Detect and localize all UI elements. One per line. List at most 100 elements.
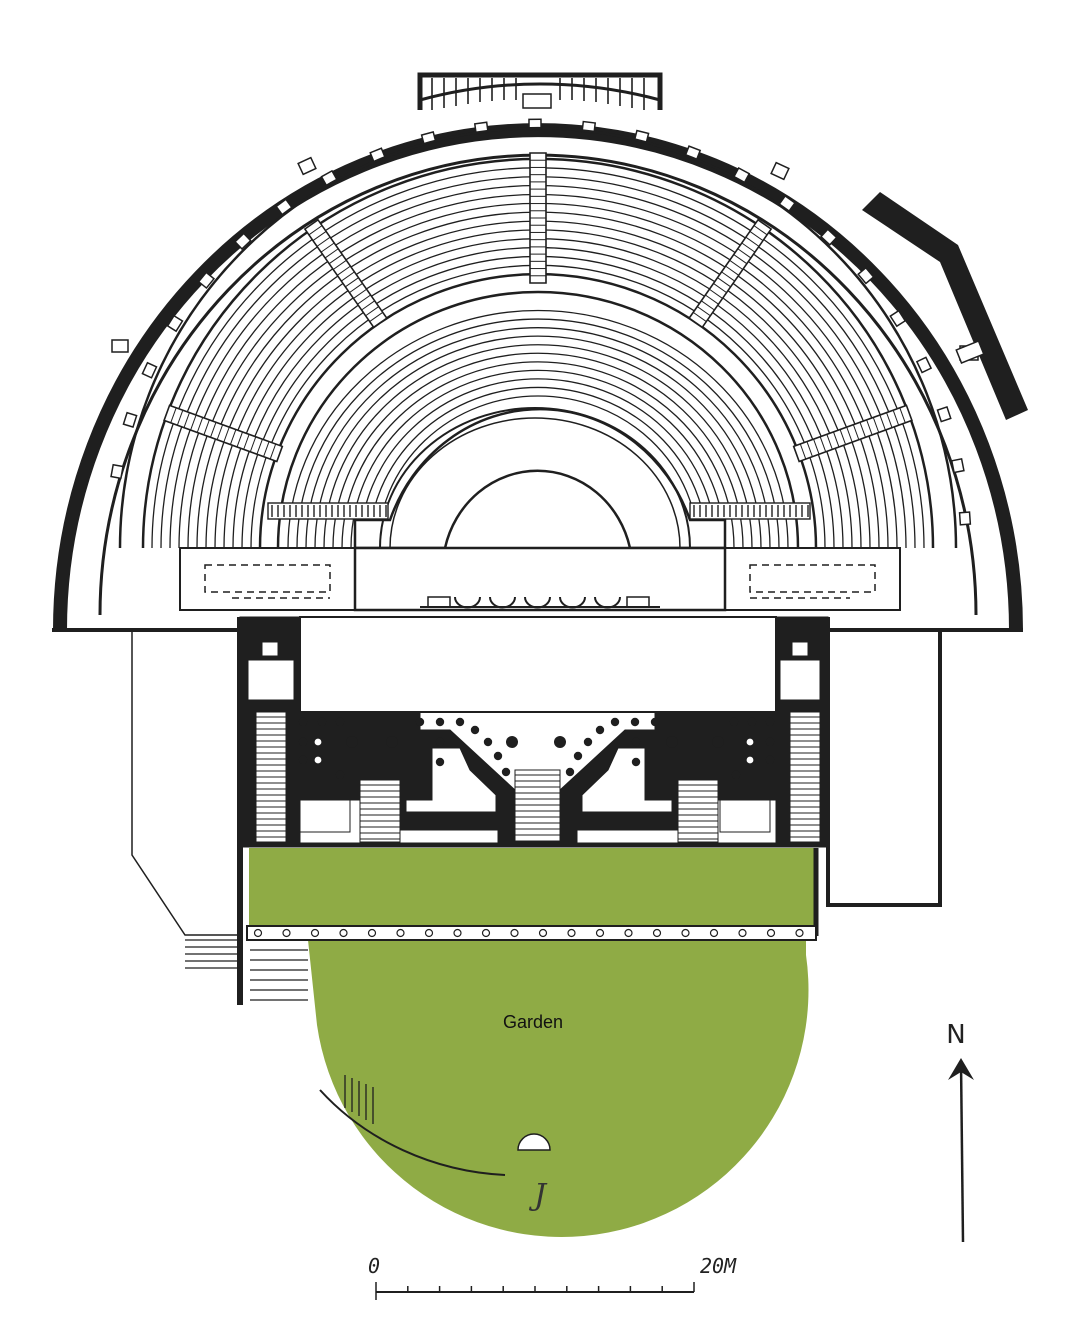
stair-step <box>733 254 748 265</box>
orchestra <box>353 407 727 550</box>
north-arrow: N <box>946 1020 974 1243</box>
column <box>506 736 518 748</box>
stair-step <box>210 422 217 438</box>
radial-stairs <box>163 152 913 463</box>
stair-step <box>717 277 731 288</box>
portico-column <box>624 928 633 938</box>
cavea-outer-edge <box>118 126 958 549</box>
stair-step <box>345 277 359 288</box>
column <box>386 736 398 748</box>
stair-step <box>328 254 343 265</box>
stair-step <box>229 429 237 445</box>
column <box>501 767 511 777</box>
column <box>729 717 739 727</box>
column <box>765 717 775 727</box>
portico-column <box>567 928 576 938</box>
column <box>415 717 425 727</box>
stair-step <box>705 294 719 305</box>
stair-step <box>826 434 833 450</box>
column <box>435 717 445 727</box>
radial-stair <box>163 404 284 463</box>
garden-semicircle-fill <box>308 940 809 1237</box>
portico-column <box>282 928 291 938</box>
stair-outline <box>303 218 388 329</box>
radial-stair <box>792 404 913 463</box>
column <box>747 717 757 727</box>
stair-step <box>170 407 177 424</box>
stair-step <box>243 434 250 450</box>
stair-step <box>709 288 723 299</box>
seating-row <box>359 378 717 549</box>
stair-step <box>749 231 764 241</box>
east-annex-opening <box>955 340 985 364</box>
portico-column <box>652 928 662 938</box>
seating-row <box>314 335 762 549</box>
stair-step <box>183 412 190 428</box>
stair-step <box>729 259 744 270</box>
column <box>335 717 345 727</box>
north-arrow-label: N <box>946 1020 965 1050</box>
stair-step <box>357 294 371 305</box>
portico-column <box>766 928 776 938</box>
stair-step <box>249 436 257 452</box>
stair-step <box>806 441 813 457</box>
stair-step <box>866 419 873 436</box>
stair-step <box>852 424 860 440</box>
column <box>298 737 308 747</box>
portico-column <box>396 928 405 938</box>
stair-outline <box>163 404 284 463</box>
portico-column <box>481 928 491 938</box>
stair-step <box>819 436 827 452</box>
north-entrance <box>417 72 663 110</box>
proscenium <box>179 546 901 612</box>
column <box>712 736 724 748</box>
column <box>455 717 465 727</box>
seating-row <box>377 395 699 549</box>
scale-start-label: 0 <box>368 1254 380 1278</box>
column <box>435 737 445 747</box>
portico-column <box>310 928 320 938</box>
portico-column <box>510 928 519 938</box>
portico-column <box>738 928 747 938</box>
portico-column <box>339 928 348 938</box>
column-base <box>313 755 323 765</box>
stair-step <box>886 412 893 428</box>
stair-step <box>190 414 197 431</box>
central-door-steps <box>514 769 561 843</box>
stair-step <box>365 306 380 317</box>
garden-label: Garden <box>503 1012 563 1032</box>
portico-column <box>795 928 804 938</box>
stair-step <box>336 265 351 276</box>
column <box>335 770 345 780</box>
side-structures <box>131 617 942 1176</box>
buttress <box>958 511 972 526</box>
radial-stair <box>303 218 388 329</box>
column <box>483 737 493 747</box>
stair-step <box>324 248 339 259</box>
radial-stair <box>688 218 773 329</box>
stair-step <box>839 429 847 445</box>
stage-building <box>239 616 829 848</box>
buttress <box>857 266 875 285</box>
seating-row <box>341 361 735 549</box>
column <box>765 755 775 765</box>
seating-row <box>296 318 780 549</box>
portico-column <box>538 928 548 938</box>
stair-step <box>369 311 384 322</box>
stair-step <box>725 265 740 276</box>
column <box>565 767 575 777</box>
column <box>631 757 641 767</box>
column <box>631 737 641 747</box>
stair-step <box>312 231 327 241</box>
column <box>650 717 660 727</box>
garden-corridor-fill <box>249 848 815 926</box>
stair-step <box>332 259 347 270</box>
portico-column <box>595 928 605 938</box>
stair-step <box>320 242 335 253</box>
column <box>435 757 445 767</box>
column-base <box>313 737 323 747</box>
stair-step <box>223 426 230 443</box>
column <box>470 725 480 735</box>
column <box>610 717 620 727</box>
